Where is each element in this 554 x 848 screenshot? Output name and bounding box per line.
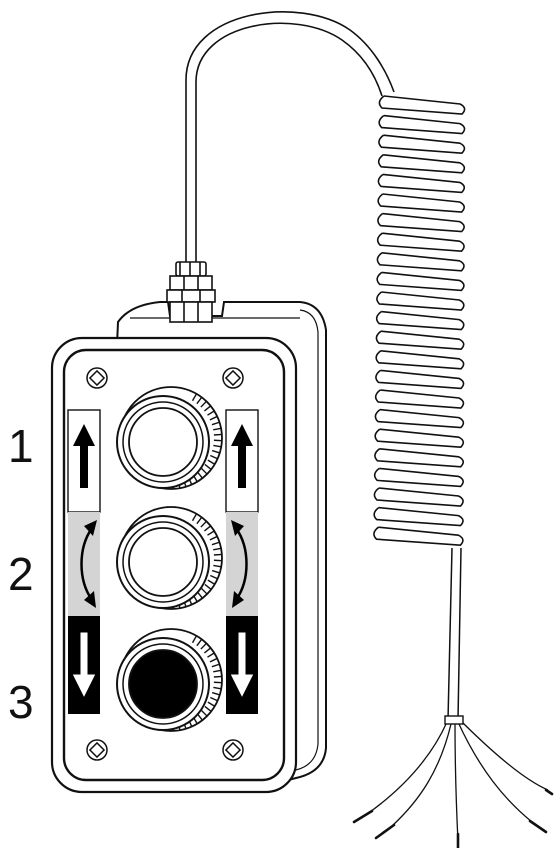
coil-loop: [378, 114, 466, 135]
screw-bottom-left: [86, 739, 108, 761]
push-button-down[interactable]: [116, 628, 223, 732]
step-label-2: 2: [8, 548, 34, 600]
corner-screws: [86, 367, 244, 761]
screw-bottom-right: [222, 739, 244, 761]
step-label-1: 1: [8, 420, 34, 472]
cable: [185, 11, 395, 265]
coil-loop: [376, 252, 465, 272]
coil-loop: [375, 369, 465, 390]
loose-wires: [369, 719, 549, 843]
coil-loop: [374, 389, 465, 409]
housing-edge-line: [295, 309, 319, 771]
screw-top-left: [86, 367, 108, 389]
coil-loop: [377, 212, 465, 233]
coil-loop: [374, 428, 465, 449]
push-button-rotate[interactable]: [116, 506, 223, 610]
button-cap[interactable]: [128, 649, 198, 719]
cable-tail: [447, 547, 462, 721]
arrow-up-icon: [73, 424, 95, 488]
arrow-up-icon: [231, 424, 253, 488]
arrow-down-icon: [229, 631, 255, 700]
label-rotate-left: [68, 512, 100, 616]
rotate-arrows-icon: [231, 520, 248, 608]
coiled-cable: [373, 95, 466, 547]
coil-loop: [373, 487, 464, 507]
coil-loop: [377, 154, 466, 174]
step-label-3: 3: [8, 676, 34, 728]
coil-loop: [373, 526, 464, 547]
coil-loop: [373, 467, 464, 488]
coil-loop: [375, 350, 465, 370]
cable-gland: [166, 261, 216, 323]
screw-top-right: [222, 367, 244, 389]
arrow-down-icon: [71, 631, 97, 700]
coil-loop: [377, 173, 466, 194]
coil-loop: [377, 193, 465, 213]
coil-loop: [375, 310, 465, 331]
rotate-arrows-icon: [80, 520, 97, 608]
coil-loop: [378, 95, 466, 115]
button-cap[interactable]: [128, 407, 198, 477]
coil-loop: [376, 271, 465, 292]
button-cap[interactable]: [128, 527, 198, 597]
housing-front-inset: [62, 348, 286, 782]
coil-loop: [375, 330, 465, 351]
coil-loop: [376, 291, 465, 311]
push-button-up[interactable]: [116, 386, 223, 490]
wire-tips: [352, 788, 554, 848]
coil-loop: [374, 448, 464, 468]
coil-loop: [376, 232, 465, 253]
coil-loop: [374, 408, 465, 429]
coil-loop: [373, 506, 464, 527]
cable-sleeve: [444, 715, 464, 725]
coil-loop: [378, 134, 466, 155]
